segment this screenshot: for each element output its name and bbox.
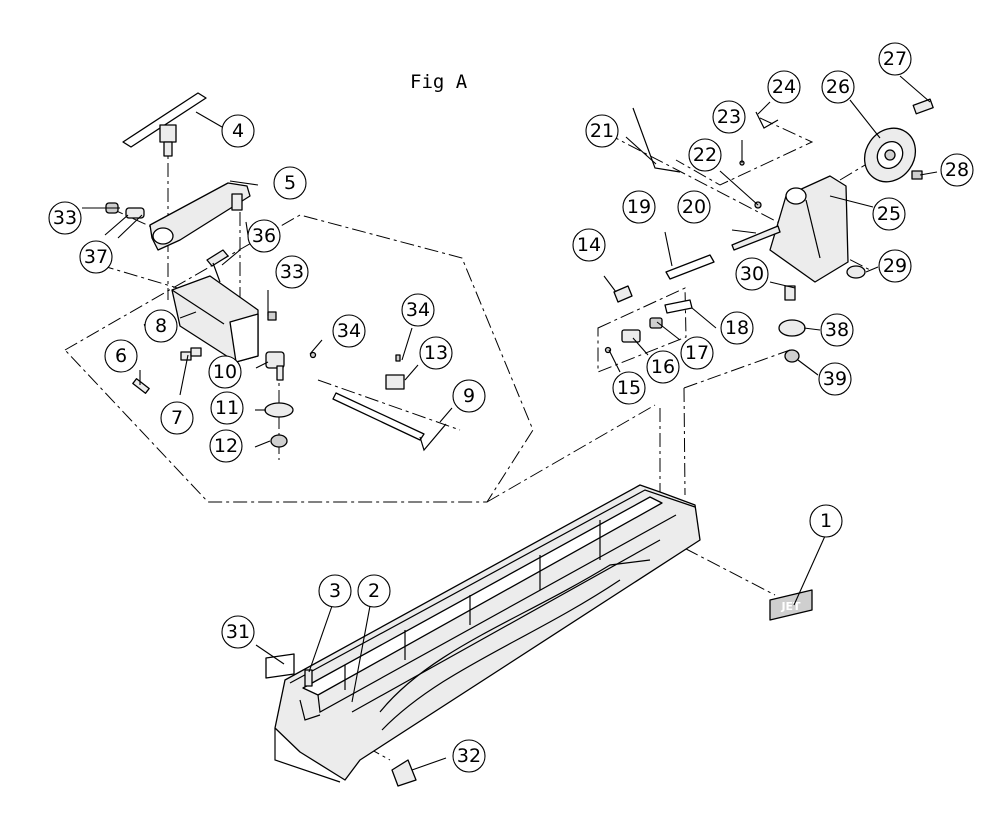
callout-37: 37 [79, 240, 113, 274]
callout-6: 6 [104, 339, 138, 373]
callout-19: 19 [622, 190, 656, 224]
callout-22: 22 [688, 138, 722, 172]
svg-text:13: 13 [424, 342, 448, 364]
svg-text:16: 16 [651, 356, 675, 378]
svg-text:36: 36 [252, 225, 276, 247]
svg-text:1: 1 [820, 510, 832, 532]
svg-text:10: 10 [213, 361, 237, 383]
svg-text:31: 31 [226, 621, 250, 643]
svg-text:19: 19 [627, 196, 651, 218]
callout-1: 1 [809, 504, 843, 538]
svg-text:7: 7 [171, 407, 183, 429]
svg-text:6: 6 [115, 345, 127, 367]
svg-text:9: 9 [463, 385, 475, 407]
banjo [171, 275, 259, 363]
svg-text:8: 8 [155, 315, 167, 337]
svg-text:34: 34 [406, 299, 430, 321]
callout-29: 29 [878, 249, 912, 283]
callout-16: 16 [646, 350, 680, 384]
svg-text:33: 33 [53, 207, 77, 229]
svg-text:38: 38 [825, 319, 849, 341]
callout-12: 12 [209, 429, 243, 463]
callout-9: 9 [452, 379, 486, 413]
callout-4: 4 [221, 114, 255, 148]
quill-parts [604, 98, 934, 363]
leader-lines [82, 75, 938, 771]
callout-36: 36 [247, 219, 281, 253]
svg-text:28: 28 [945, 159, 969, 181]
callout-31: 31 [221, 615, 255, 649]
callout-28: 28 [940, 153, 974, 187]
svg-text:37: 37 [84, 246, 108, 268]
callout-13: 13 [419, 336, 453, 370]
callout-33-right: 33 [275, 255, 309, 289]
svg-text:26: 26 [826, 76, 850, 98]
callout-32: 32 [452, 739, 486, 773]
callout-2: 2 [357, 574, 391, 608]
callout-26: 26 [821, 70, 855, 104]
svg-text:32: 32 [457, 745, 481, 767]
callout-3: 3 [318, 574, 352, 608]
svg-text:20: 20 [682, 196, 706, 218]
svg-text:18: 18 [725, 317, 749, 339]
handwheel [863, 127, 917, 183]
callout-30: 30 [735, 257, 769, 291]
callout-17: 17 [680, 336, 714, 370]
jet-logo-text: JET [780, 600, 801, 613]
svg-text:2: 2 [368, 580, 380, 602]
callout-18: 18 [720, 311, 754, 345]
callout-34-left: 34 [332, 314, 366, 348]
svg-text:29: 29 [883, 255, 907, 277]
svg-text:4: 4 [232, 120, 244, 142]
misc-parts [265, 653, 417, 787]
svg-text:14: 14 [577, 234, 601, 256]
callout-7: 7 [160, 401, 194, 435]
svg-text:21: 21 [590, 120, 614, 142]
svg-text:30: 30 [740, 263, 764, 285]
lathe-bed [274, 484, 701, 783]
svg-text:39: 39 [823, 368, 847, 390]
jet-badge: JET [769, 589, 813, 621]
callout-15: 15 [612, 371, 646, 405]
callout-39: 39 [818, 362, 852, 396]
svg-text:22: 22 [693, 144, 717, 166]
callout-5: 5 [273, 166, 307, 200]
callout-25: 25 [872, 197, 906, 231]
svg-text:24: 24 [772, 76, 796, 98]
tool-rest-base [149, 182, 251, 251]
svg-text:25: 25 [877, 203, 901, 225]
svg-text:34: 34 [337, 320, 361, 342]
tool-rest [122, 92, 207, 157]
small-parts [105, 202, 405, 448]
callouts: 1 2 3 4 5 6 7 8 9 10 11 12 13 14 15 16 1… [48, 42, 974, 773]
svg-text:5: 5 [284, 172, 296, 194]
svg-text:17: 17 [685, 342, 709, 364]
svg-text:12: 12 [214, 435, 238, 457]
figure-title: Fig A [410, 71, 468, 93]
callout-38: 38 [820, 313, 854, 347]
tailstock [769, 175, 849, 283]
callout-11: 11 [210, 391, 244, 425]
callout-21: 21 [585, 114, 619, 148]
svg-text:11: 11 [215, 397, 239, 419]
callout-34-right: 34 [401, 293, 435, 327]
cam-shaft [332, 392, 447, 452]
svg-text:15: 15 [617, 377, 641, 399]
callout-14: 14 [572, 228, 606, 262]
callout-27: 27 [878, 42, 912, 76]
svg-text:3: 3 [329, 580, 341, 602]
assembly-boundaries [64, 117, 891, 761]
callout-24: 24 [767, 70, 801, 104]
svg-text:33: 33 [280, 261, 304, 283]
svg-text:27: 27 [883, 48, 907, 70]
callout-10: 10 [208, 355, 242, 389]
callout-33-left: 33 [48, 201, 82, 235]
svg-text:23: 23 [717, 106, 741, 128]
callout-8: 8 [144, 309, 178, 343]
callout-20: 20 [677, 190, 711, 224]
callout-23: 23 [712, 100, 746, 134]
